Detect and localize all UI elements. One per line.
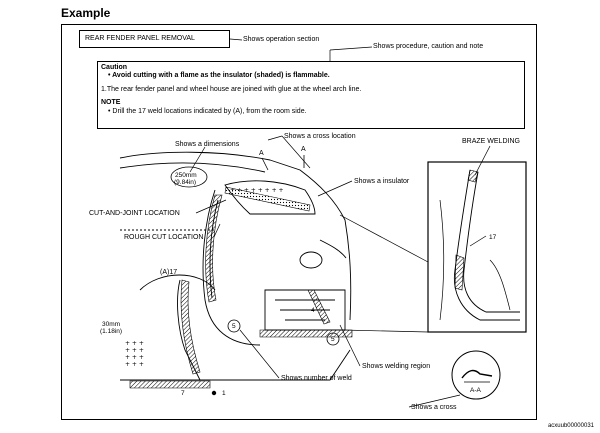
braze-welding-callout: BRAZE WELDING <box>462 138 520 145</box>
section-a-label-1: A <box>259 150 264 157</box>
dimensions-callout: Shows a dimensions <box>175 141 240 148</box>
rough-cut-callout: ROUGH CUT LOCATION <box>124 234 204 241</box>
insulator-leader <box>317 180 353 197</box>
section-a-label-2: A <box>301 146 306 153</box>
weld-count-5a: 5 <box>232 323 236 330</box>
zoom-line-2 <box>341 329 429 333</box>
cut-joint-leader <box>195 199 227 214</box>
weld-markers: + + + + + + + + + + + + + + + + + + + + <box>125 187 284 368</box>
weld-strips <box>129 186 353 389</box>
footer-code: acxuub00000031 <box>547 423 594 429</box>
caution-bullet: • Avoid cutting with a flame as the insu… <box>108 72 330 79</box>
weld-count-17: 17 <box>489 234 497 241</box>
cross-leader <box>408 394 461 408</box>
weld-number-leader <box>239 329 280 379</box>
section-aa-label: A-A <box>470 387 481 394</box>
weld-count-5b: 5 <box>331 336 335 343</box>
braze-leader <box>474 145 491 176</box>
zoom-line-1 <box>339 214 429 263</box>
a17-label: (A)17 <box>160 269 178 276</box>
dim-30-mm: 30mm <box>102 321 121 328</box>
dimensions-leader <box>189 146 206 173</box>
svg-text:+ + +: + + + <box>125 347 144 354</box>
operation-section-box: REAR FENDER PANEL REMOVAL <box>79 30 230 48</box>
weld-dot-1 <box>211 390 217 396</box>
number-of-weld-callout: Shows number of weld <box>281 375 352 382</box>
weld-circle-5a <box>227 319 241 333</box>
operation-section-callout: Shows operation section <box>243 36 320 43</box>
example-frame <box>61 24 537 420</box>
weld-count-1: 1 <box>222 390 226 397</box>
page-heading: Example <box>61 6 111 20</box>
note-text: • Drill the 17 weld locations indicated … <box>108 108 307 115</box>
procedure-callout: Shows procedure, caution and note <box>373 43 484 50</box>
svg-text:+ + + + + + + +: + + + + + + + + <box>230 187 284 194</box>
svg-text:+ + +: + + + <box>125 354 144 361</box>
caution-box <box>97 61 525 129</box>
dim-250-mm: 250mm <box>175 172 197 179</box>
weld-count-7: 7 <box>181 390 185 397</box>
note-title: NOTE <box>101 99 121 106</box>
cross-callout: Shows a cross <box>411 404 457 411</box>
cross-location-callout: Shows a cross location <box>284 133 356 140</box>
weld-count-4: 4 <box>311 307 315 314</box>
cut-and-joint-callout: CUT-AND-JOINT LOCATION <box>89 210 180 217</box>
insulator-callout: Shows a insulator <box>354 178 410 185</box>
weld-circle-5b <box>326 332 340 346</box>
cross-location-leader <box>267 135 283 141</box>
caution-step: 1.The rear fender panel and wheel house … <box>101 86 362 93</box>
cross-section-circle <box>451 350 501 400</box>
dim-30-in: (1.18in) <box>100 328 123 335</box>
welding-region-callout: Shows welding region <box>362 363 431 370</box>
rough-cut-leader <box>213 223 221 238</box>
detail-inset <box>427 161 527 333</box>
dim-250-in: (9.84in) <box>174 179 197 186</box>
svg-text:+ + +: + + + <box>125 340 144 347</box>
op-leader <box>229 38 243 41</box>
cross-location-marks <box>261 155 305 171</box>
caution-title: Caution <box>101 64 128 71</box>
svg-text:+ + +: + + + <box>125 361 144 368</box>
dimension-ellipse <box>170 166 208 188</box>
